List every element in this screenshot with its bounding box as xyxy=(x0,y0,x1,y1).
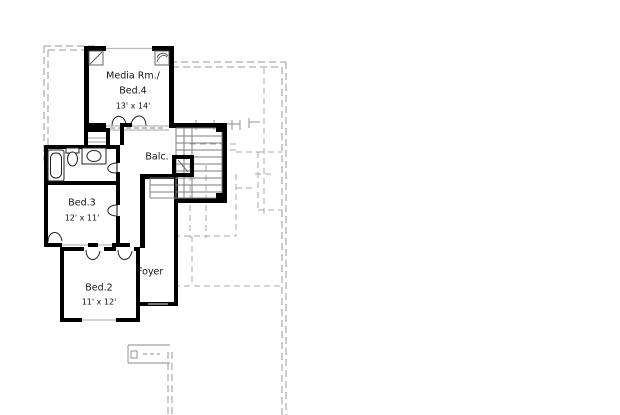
staircase xyxy=(172,127,223,199)
door-swing xyxy=(111,115,127,127)
wall-segment xyxy=(106,128,110,146)
media-room-dimensions: 13' x 14' xyxy=(116,102,151,111)
wall-segment xyxy=(104,247,116,251)
door-swing xyxy=(107,162,118,174)
corner-window-right-icon xyxy=(154,50,170,66)
foyer-label: Foyer xyxy=(137,267,163,278)
media-room-label-line2: Bed.4 xyxy=(119,86,146,97)
balcony-label: Balc. xyxy=(145,152,168,163)
door-swing xyxy=(47,232,63,243)
wall-segment xyxy=(110,145,120,149)
wall-segment xyxy=(120,123,132,127)
wall-segment xyxy=(116,318,140,322)
bedroom-3-dimensions: 12' x 11' xyxy=(65,214,100,223)
wall-segment xyxy=(169,123,174,128)
wall-segment xyxy=(136,247,140,322)
sink-fixture xyxy=(81,147,107,165)
bedroom-3-walls xyxy=(44,185,130,247)
media-room-label-line1: Media Rm./ xyxy=(106,71,160,82)
wall-segment xyxy=(44,181,120,185)
wall-segment xyxy=(222,123,227,203)
bedroom-3-label: Bed.3 xyxy=(68,198,95,209)
wall-segment xyxy=(120,123,124,145)
door-swing xyxy=(130,115,147,127)
wall-segment xyxy=(44,243,62,247)
wall-segment xyxy=(174,198,178,238)
wall-segment xyxy=(112,243,130,247)
ghost-line xyxy=(130,350,138,359)
bedroom-2-walls xyxy=(60,247,140,322)
wall-segment xyxy=(178,198,227,203)
wall-segment xyxy=(84,46,89,128)
toilet-fixture xyxy=(65,147,80,167)
wall-segment xyxy=(116,172,120,185)
door-swing xyxy=(117,249,133,260)
wall-segment xyxy=(84,128,88,146)
door-swing xyxy=(85,249,101,260)
media-room-walls xyxy=(84,46,174,131)
wall-segment xyxy=(84,46,106,51)
corner-window-left-icon xyxy=(88,50,104,66)
wall-segment xyxy=(116,145,120,163)
wall-segment xyxy=(174,234,178,306)
wall-segment xyxy=(44,145,48,185)
bedroom-2-dimensions: 11' x 12' xyxy=(82,298,117,307)
wall-segment xyxy=(44,185,48,247)
room-labels-group: Media Rm./ Bed.4 13' x 14' Bed.3 12' x 1… xyxy=(65,71,169,307)
wall-segment xyxy=(152,46,174,51)
wall-segment xyxy=(44,145,120,149)
wall-segment xyxy=(116,216,120,247)
wall-segment xyxy=(116,185,120,205)
wall-segment xyxy=(169,46,174,128)
wall-segment xyxy=(140,174,178,179)
corner-block xyxy=(216,193,224,201)
wall-segment xyxy=(84,128,110,132)
wall-segment xyxy=(140,174,145,248)
wall-segment xyxy=(174,123,226,128)
wall-segment xyxy=(60,247,64,322)
wall-segment xyxy=(84,123,106,128)
bathtub-fixture xyxy=(47,149,65,182)
wall-segment xyxy=(88,243,98,247)
bedroom-2-label: Bed.2 xyxy=(85,283,112,294)
corner-block xyxy=(216,124,224,132)
ghost-outline-group xyxy=(43,45,287,415)
wall-segment xyxy=(60,247,84,251)
door-swing xyxy=(107,204,118,217)
wall-segment xyxy=(60,318,82,322)
bathroom-walls xyxy=(44,128,120,185)
balcony-hall-walls xyxy=(120,123,227,306)
